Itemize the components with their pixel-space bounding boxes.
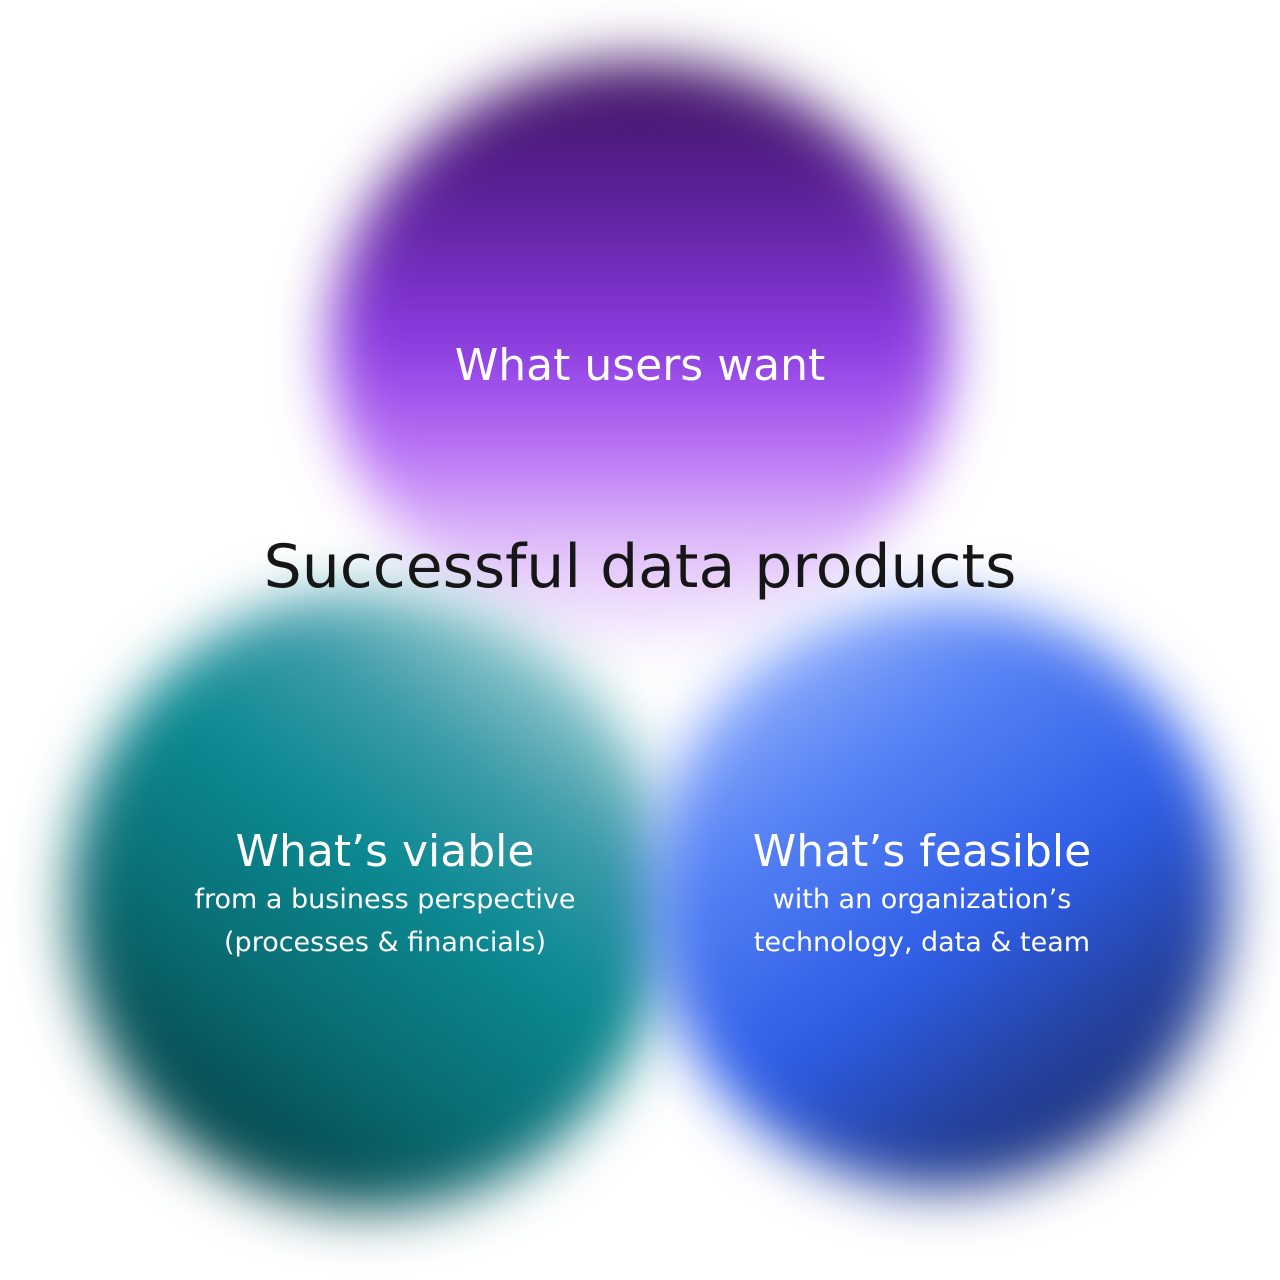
- viable-line2: (processes & financials): [224, 927, 546, 958]
- viable-label: What’s viable from a business perspectiv…: [135, 826, 635, 964]
- feasible-line2: technology, data & team: [753, 927, 1091, 958]
- feasible-line1: with an organization’s: [772, 884, 1072, 915]
- users-want-circle: [330, 60, 950, 640]
- viable-heading: What’s viable: [235, 826, 535, 877]
- feasible-circle: [650, 600, 1230, 1190]
- users-want-heading: What users want: [454, 340, 826, 391]
- viable-line1: from a business perspective: [194, 884, 576, 915]
- feasible-label: What’s feasible with an organization’s t…: [672, 826, 1172, 964]
- diagram-title: Successful data products: [263, 532, 1017, 602]
- feasible-heading: What’s feasible: [752, 826, 1092, 877]
- viable-circle: [70, 590, 670, 1210]
